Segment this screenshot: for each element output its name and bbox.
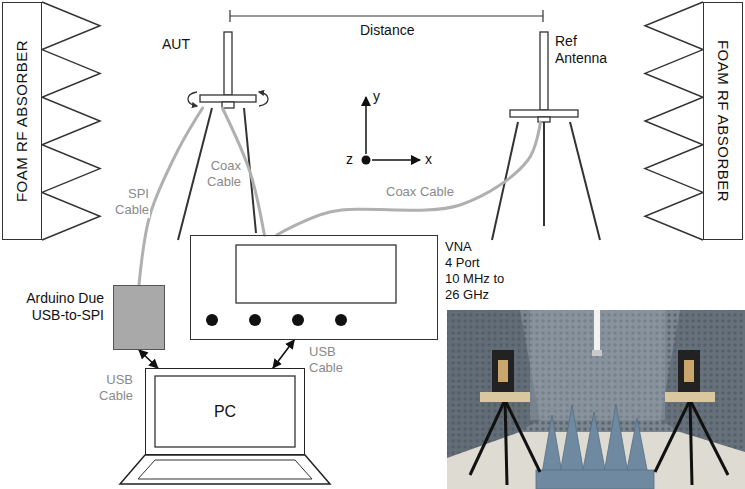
cable-label: SPI Cable <box>108 186 150 218</box>
instrument-name: VNA <box>445 239 513 255</box>
cable-label: USB Cable <box>92 372 134 404</box>
coordinate-axes <box>362 97 421 165</box>
absorber-panel: FOAM RF ABSORBER <box>703 2 743 240</box>
antenna-under-test: AUT <box>196 28 262 108</box>
distance-dimension <box>230 10 543 22</box>
antenna-label: AUT <box>162 36 190 53</box>
arduino-board: Arduino Due USB-to-SPI <box>113 285 165 350</box>
absorber-label: FOAM RF ABSORBER <box>714 40 732 202</box>
axis-label: z <box>346 151 353 168</box>
usb-cable-arrow <box>273 340 294 368</box>
laptop-pc: PC <box>145 368 305 455</box>
cable-label: USB Cable <box>308 344 350 376</box>
absorber-teeth <box>42 2 100 240</box>
board-label: Arduino Due USB-to-SPI <box>4 290 104 324</box>
absorber-panel: FOAM RF ABSORBER <box>2 2 42 240</box>
absorber-label: FOAM RF ABSORBER <box>13 40 31 202</box>
cable-label: Coax Cable <box>385 184 455 200</box>
setup-photo <box>447 310 745 489</box>
vna-instrument: VNA4 Port10 MHz to 26 GHz <box>190 235 438 340</box>
cable-line <box>277 122 541 235</box>
aut-antenna-tripod <box>178 32 268 240</box>
port-count: 4 Port <box>445 255 513 271</box>
usb-cable-arrow <box>139 350 158 368</box>
computer-label: PC <box>214 402 236 422</box>
absorber-teeth <box>645 2 703 240</box>
antenna-label: Ref Antenna <box>555 33 617 67</box>
dimension-label: Distance <box>360 22 414 39</box>
axis-label: x <box>425 151 432 168</box>
cable-label: Coax Cable <box>200 158 242 190</box>
laptop-body <box>120 376 330 484</box>
reference-antenna: Ref Antenna <box>508 28 580 122</box>
axis-label: y <box>373 88 380 105</box>
vna-front-panel <box>206 245 396 326</box>
frequency-range: 10 MHz to 26 GHz <box>445 271 513 303</box>
